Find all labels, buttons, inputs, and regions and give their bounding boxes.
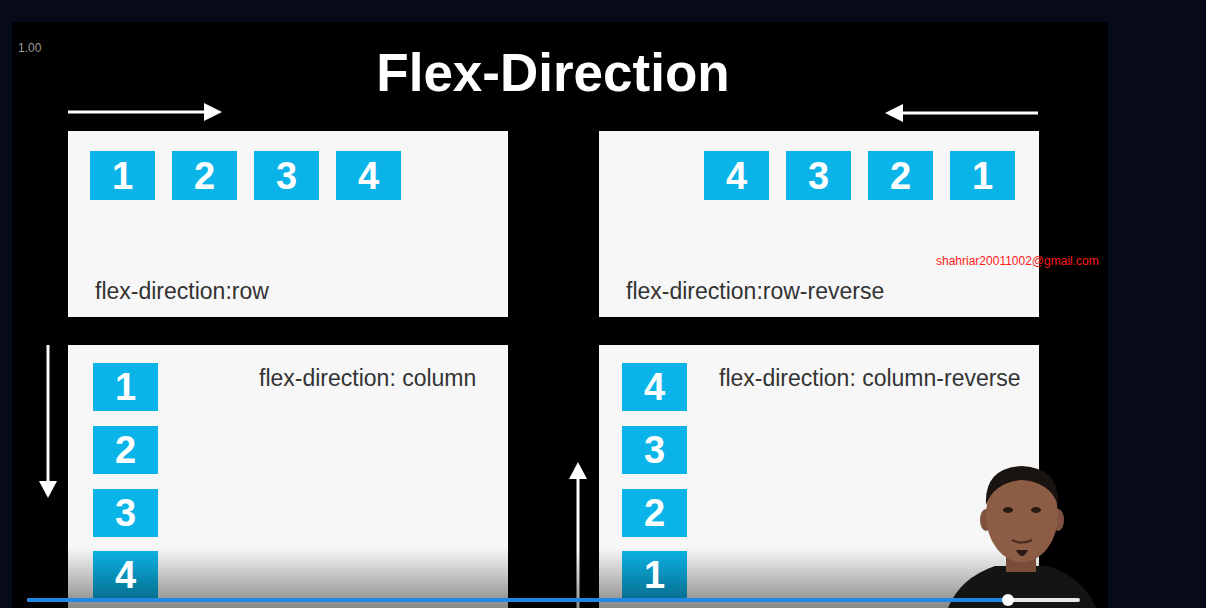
watermark: shahriar20011002@gmail.com <box>936 254 1099 268</box>
item-number: 1 <box>115 368 136 406</box>
flex-item: 3 <box>786 151 851 200</box>
arrow-head <box>885 104 903 122</box>
presenter-ear <box>1052 509 1064 531</box>
progress-track <box>27 598 1080 602</box>
flex-item: 2 <box>622 489 687 537</box>
flex-item: 2 <box>868 151 933 200</box>
presenter-hair <box>986 466 1058 505</box>
progress-knob <box>1002 594 1014 606</box>
flex-container: flex-direction: column-reverse 4 3 2 1 <box>599 345 1039 608</box>
arrow-head <box>569 462 587 479</box>
flex-container: flex-direction:row-reverse 4 3 2 1 <box>599 131 1039 317</box>
flex-item: 3 <box>254 151 319 200</box>
title-holder: Flex-Direction <box>0 44 1106 102</box>
item-number: 1 <box>112 157 133 195</box>
flex-item: 3 <box>622 426 687 474</box>
arrow-head <box>204 103 222 121</box>
item-number: 4 <box>115 556 136 594</box>
progress-played <box>27 598 1008 602</box>
flex-item: 1 <box>950 151 1015 200</box>
presenter-head <box>986 468 1058 562</box>
playback-speed: 1.00 <box>18 41 41 55</box>
presenter-eye <box>1031 507 1041 513</box>
item-number: 2 <box>115 431 136 469</box>
presenter-beard <box>1016 550 1028 556</box>
item-number: 4 <box>726 157 747 195</box>
flex-item: 2 <box>172 151 237 200</box>
item-number: 4 <box>644 368 665 406</box>
item-number: 3 <box>808 157 829 195</box>
panel-label: flex-direction:row <box>95 278 269 304</box>
arrow-down <box>47 345 50 485</box>
flex-item: 2 <box>93 426 158 474</box>
item-number: 1 <box>644 556 665 594</box>
direction-arrows <box>39 103 1038 608</box>
flex-item: 3 <box>93 489 158 537</box>
item-number: 4 <box>358 157 379 195</box>
label-holder: shahriar20011002@gmail.com <box>936 254 1099 268</box>
presenter <box>948 466 1096 608</box>
flex-item: 4 <box>622 363 687 411</box>
arrow-up <box>577 476 580 608</box>
flex-item: 4 <box>93 551 158 599</box>
label-holder: 1.00 <box>18 41 41 55</box>
panel-label: flex-direction: column <box>259 365 476 391</box>
video-area <box>12 22 1108 608</box>
progress-bar <box>27 594 1080 606</box>
flex-item: 4 <box>336 151 401 200</box>
arrow-left <box>898 112 1038 115</box>
arrow-head <box>39 481 57 498</box>
presenter-shirt <box>948 566 1096 608</box>
presenter-neck <box>1006 548 1036 572</box>
flex-container: flex-direction:row 1 2 3 4 <box>68 131 508 317</box>
panel-label: flex-direction: column-reverse <box>719 365 1021 391</box>
presenter-ear <box>980 509 992 531</box>
presenter-eye <box>1003 507 1013 513</box>
flex-item: 4 <box>704 151 769 200</box>
item-number: 2 <box>890 157 911 195</box>
flex-container: flex-direction: column 1 2 3 4 <box>68 345 508 608</box>
arrow-right <box>68 111 208 114</box>
flex-item: 1 <box>90 151 155 200</box>
presenter-mouth <box>1012 540 1032 543</box>
slide-title: Flex-Direction <box>0 44 1106 102</box>
item-number: 3 <box>276 157 297 195</box>
flex-item: 1 <box>93 363 158 411</box>
item-number: 3 <box>115 494 136 532</box>
item-number: 3 <box>644 431 665 469</box>
item-number: 2 <box>194 157 215 195</box>
flex-item: 1 <box>622 551 687 599</box>
panel-label: flex-direction:row-reverse <box>626 278 884 304</box>
controls-shade <box>12 548 1108 608</box>
item-number: 2 <box>644 494 665 532</box>
item-number: 1 <box>972 157 993 195</box>
